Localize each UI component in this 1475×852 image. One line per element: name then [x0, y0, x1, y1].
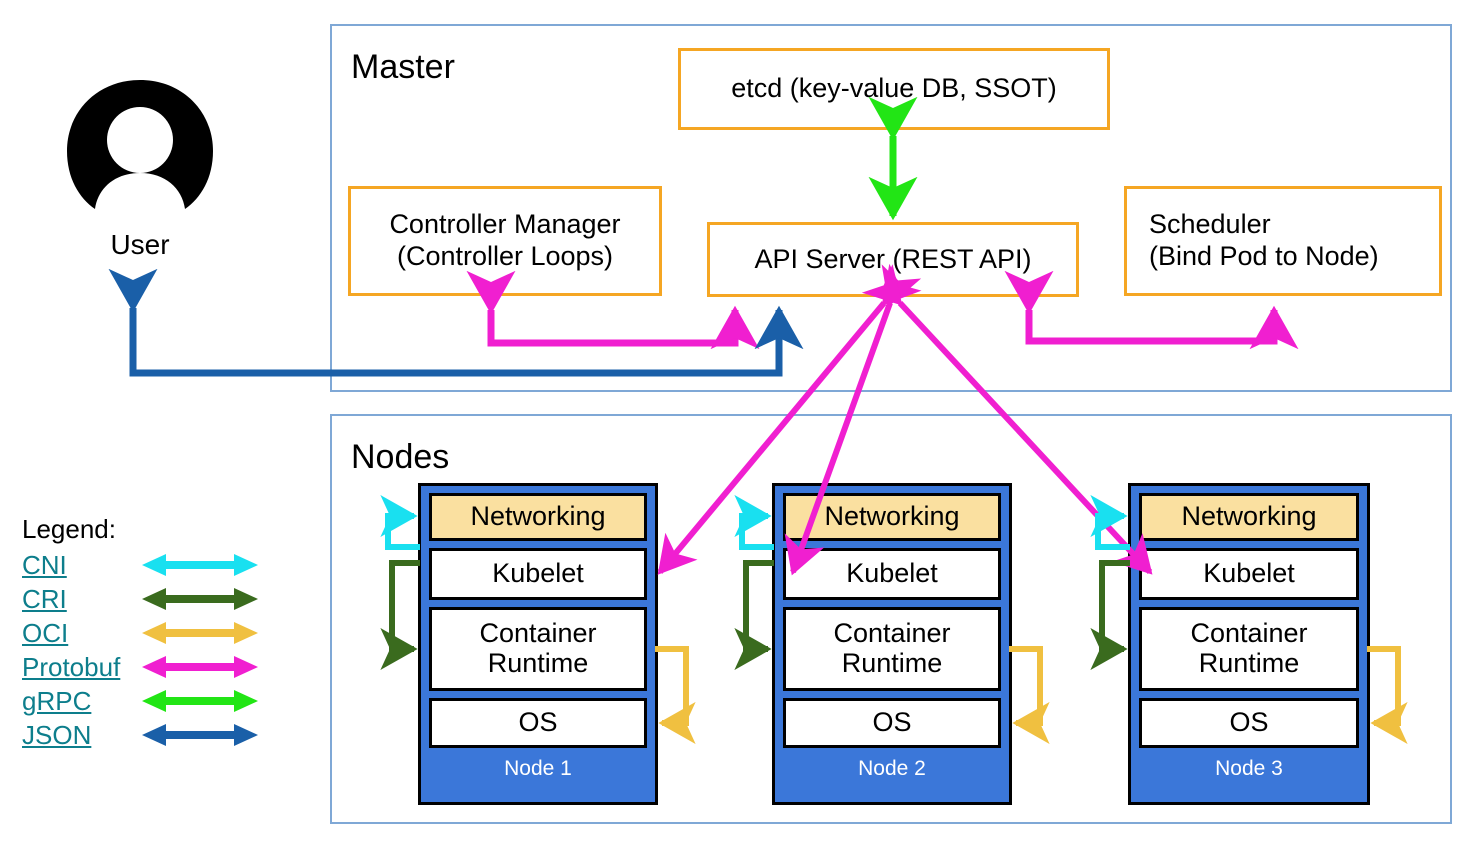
node-3-runtime-label-line2: Runtime — [1198, 648, 1300, 678]
node-3-container-runtime-layer[interactable]: Container Runtime — [1139, 607, 1359, 691]
legend-row-oci[interactable]: OCI — [22, 616, 282, 650]
node-2-runtime-label-line1: Container — [833, 618, 951, 649]
node-3-networking-label: Networking — [1181, 501, 1317, 532]
nodes-group-title: Nodes — [351, 438, 450, 476]
node-2-os-label: OS — [872, 707, 912, 738]
legend-label-cni[interactable]: CNI — [22, 550, 67, 580]
node-2[interactable]: Networking Kubelet Container Runtime OS … — [772, 483, 1012, 805]
node-1-networking-layer[interactable]: Networking — [429, 493, 647, 541]
legend-row-cni[interactable]: CNI — [22, 548, 282, 582]
node-3-kubelet-layer[interactable]: Kubelet — [1139, 548, 1359, 600]
scheduler-label-line1: Scheduler — [1149, 209, 1271, 240]
node-1-os-layer[interactable]: OS — [429, 698, 647, 748]
node-3-name: Node 3 — [1215, 757, 1283, 780]
legend-label-json[interactable]: JSON — [22, 720, 92, 750]
node-3-os-label: OS — [1229, 707, 1269, 738]
node-3-runtime-label-line1: Container — [1190, 618, 1308, 649]
node-2-kubelet-label: Kubelet — [846, 558, 938, 589]
controller-manager-label-line1: Controller Manager — [389, 209, 621, 240]
legend-row-json[interactable]: JSON — [22, 718, 282, 752]
legend-arrow-protobuf-icon — [142, 656, 258, 678]
node-3[interactable]: Networking Kubelet Container Runtime OS … — [1128, 483, 1370, 805]
legend-label-oci[interactable]: OCI — [22, 618, 69, 648]
node-3-networking-layer[interactable]: Networking — [1139, 493, 1359, 541]
api-server-box[interactable]: API Server (REST API) — [707, 222, 1079, 297]
legend-row-cri[interactable]: CRI — [22, 582, 282, 616]
node-2-os-layer[interactable]: OS — [783, 698, 1001, 748]
node-1-container-runtime-layer[interactable]: Container Runtime — [429, 607, 647, 691]
legend-row-protobuf[interactable]: Protobuf — [22, 650, 282, 684]
node-2-name: Node 2 — [858, 757, 926, 780]
legend-arrow-json-icon — [142, 724, 258, 746]
legend-label-grpc[interactable]: gRPC — [22, 686, 92, 716]
legend-row-grpc[interactable]: gRPC — [22, 684, 282, 718]
node-3-os-layer[interactable]: OS — [1139, 698, 1359, 748]
legend-label-cri[interactable]: CRI — [22, 584, 67, 614]
legend-label-protobuf[interactable]: Protobuf — [22, 652, 121, 682]
node-1-networking-label: Networking — [470, 501, 606, 532]
legend-arrow-grpc-icon — [142, 690, 258, 712]
controller-manager-box[interactable]: Controller Manager (Controller Loops) — [348, 186, 662, 296]
controller-manager-label-line2: (Controller Loops) — [396, 241, 614, 271]
scheduler-label-line2: (Bind Pod to Node) — [1149, 241, 1379, 271]
legend-arrow-oci-icon — [142, 622, 258, 644]
node-2-runtime-label-line2: Runtime — [841, 648, 943, 678]
legend-arrow-cni-icon — [142, 554, 258, 576]
node-1-runtime-label-line2: Runtime — [487, 648, 589, 678]
node-3-kubelet-label: Kubelet — [1203, 558, 1295, 589]
node-2-networking-label: Networking — [824, 501, 960, 532]
etcd-label: etcd (key-value DB, SSOT) — [731, 73, 1057, 104]
node-2-networking-layer[interactable]: Networking — [783, 493, 1001, 541]
legend-heading: Legend: — [22, 514, 116, 544]
scheduler-box[interactable]: Scheduler (Bind Pod to Node) — [1124, 186, 1442, 296]
node-1-kubelet-layer[interactable]: Kubelet — [429, 548, 647, 600]
legend-arrow-cri-icon — [142, 588, 258, 610]
user-actor: User — [60, 78, 220, 259]
node-1-kubelet-label: Kubelet — [492, 558, 584, 589]
node-1-name: Node 1 — [504, 757, 572, 780]
node-1-runtime-label-line1: Container — [479, 618, 597, 649]
user-avatar-icon — [67, 80, 213, 209]
node-1-os-label: OS — [518, 707, 558, 738]
api-server-label: API Server (REST API) — [754, 243, 1032, 274]
legend: Legend: CNI CRI OCI Protobuf — [22, 516, 282, 752]
user-label: User — [110, 229, 170, 260]
master-group-title: Master — [351, 48, 455, 86]
etcd-box[interactable]: etcd (key-value DB, SSOT) — [678, 48, 1110, 130]
node-2-kubelet-layer[interactable]: Kubelet — [783, 548, 1001, 600]
node-1[interactable]: Networking Kubelet Container Runtime OS … — [418, 483, 658, 805]
node-2-container-runtime-layer[interactable]: Container Runtime — [783, 607, 1001, 691]
